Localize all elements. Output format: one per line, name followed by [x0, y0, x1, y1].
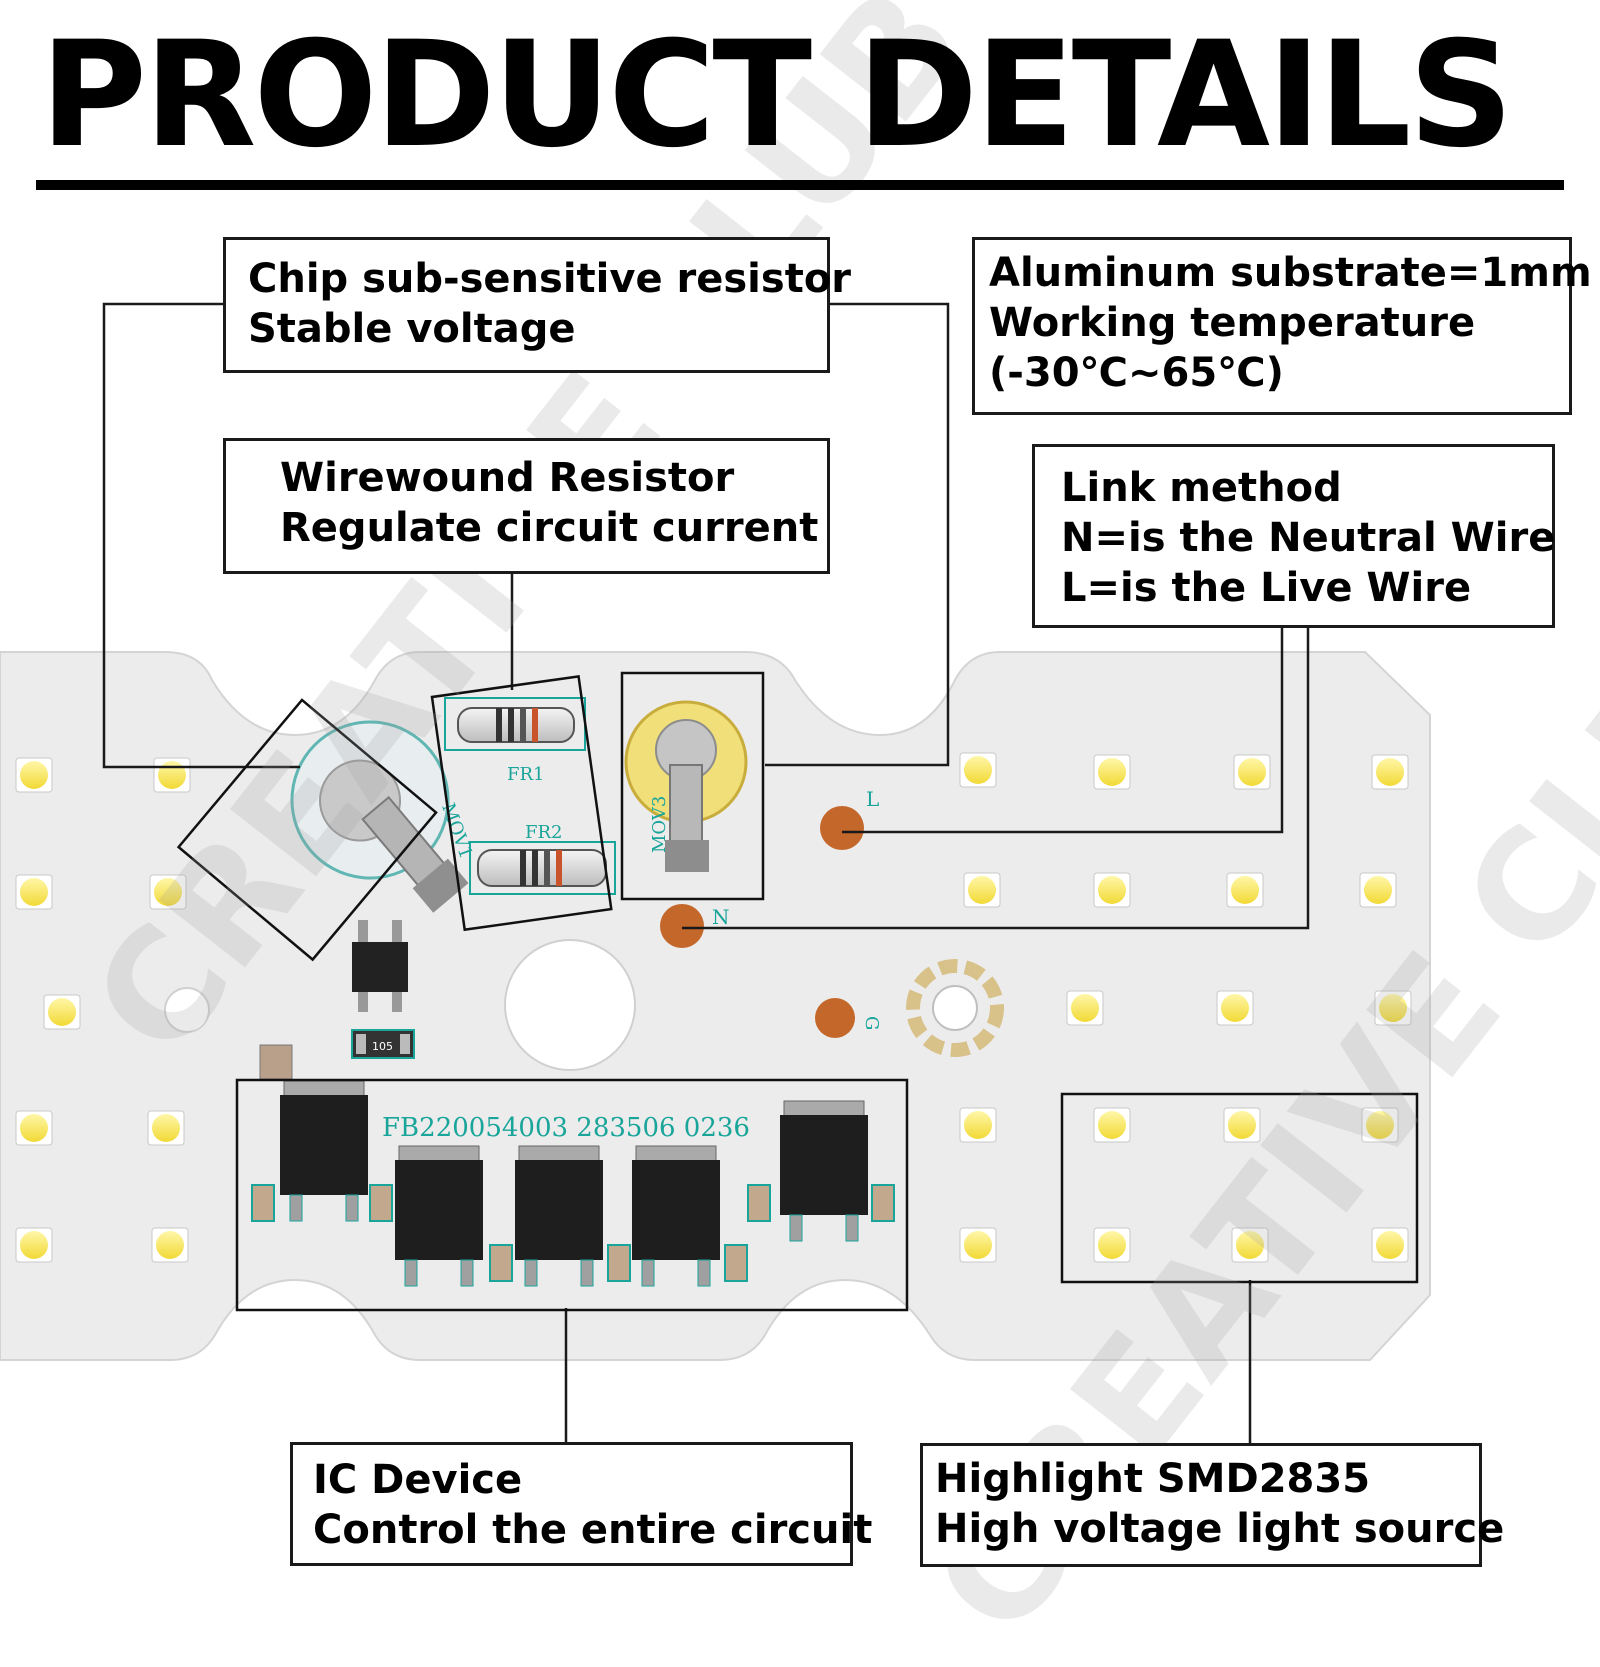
smd2835-led	[15, 757, 53, 793]
callout-wirewound-line1: Wirewound Resistor	[280, 455, 735, 501]
ic-device-row	[251, 1080, 895, 1287]
highlight-boxes	[176, 671, 1419, 1312]
smd2835-led	[1233, 754, 1271, 790]
smd2835-led	[1374, 990, 1412, 1026]
pad-neutral-label: N	[712, 905, 730, 929]
callout-smd-line1: Highlight SMD2835	[935, 1456, 1371, 1502]
mounting-hole-large	[504, 939, 636, 1071]
ic-device	[780, 1100, 868, 1242]
smd2835-led	[15, 874, 53, 910]
callout-link-line2: N=is the Neutral Wire	[1061, 515, 1556, 561]
board-silkscreen: FB220054003 283506 0236	[382, 1113, 750, 1143]
callout-ic-line1: IC Device	[313, 1457, 523, 1503]
smd2835-led	[1371, 1227, 1409, 1263]
callout-aluminum-line3: (-30℃~65℃)	[989, 350, 1284, 396]
smd2835-led	[1066, 990, 1104, 1026]
smd-capacitor	[747, 1184, 771, 1222]
callout-ic-device: IC Device Control the entire circuit	[290, 1442, 873, 1566]
callout-link-method: Link method N=is the Neutral Wire L=is t…	[1032, 444, 1555, 628]
smd2835-led	[1223, 1107, 1261, 1143]
smd-capacitor	[369, 1184, 393, 1222]
pad-ground	[815, 998, 855, 1038]
smd-capacitor	[724, 1244, 748, 1282]
smd2835-led	[1093, 872, 1131, 908]
wirewound-resistor-fr1	[444, 697, 586, 751]
smd2835-led	[959, 752, 997, 788]
smd2835-led	[1093, 754, 1131, 790]
callout-chip-resistor-line2: Stable voltage	[248, 306, 576, 352]
smd2835-led	[1093, 1107, 1131, 1143]
callout-link-line3: L=is the Live Wire	[1061, 565, 1472, 611]
callout-chip-resistor-line1: Chip sub-sensitive resistor	[248, 256, 852, 302]
callout-link-line1: Link method	[1061, 465, 1342, 511]
chip-resistor-label: 105	[372, 1040, 393, 1053]
smd2835-led	[153, 757, 191, 793]
pad-neutral	[660, 904, 704, 948]
smd2835-led	[1231, 1227, 1269, 1263]
bridge-rectifier-chip	[352, 920, 408, 1012]
leader-lines	[102, 302, 1310, 1443]
callout-wirewound-line2: Regulate circuit current	[280, 505, 819, 551]
smd-capacitor	[607, 1244, 631, 1282]
pad-ground-label: G	[861, 1016, 882, 1030]
title-underline	[36, 180, 1564, 190]
wirewound-resistor-fr2	[469, 841, 616, 895]
smd2835-led	[149, 874, 187, 910]
smd2835-led	[15, 1110, 53, 1146]
ground-screw-hole	[906, 959, 1004, 1057]
varistor-mov3	[624, 700, 748, 872]
smd2835-led	[1226, 872, 1264, 908]
smd-capacitor	[871, 1184, 895, 1222]
smd2835-led	[959, 1107, 997, 1143]
ic-device	[395, 1145, 483, 1287]
smd2835-led	[1361, 1107, 1399, 1143]
smd2835-led	[1093, 1227, 1131, 1263]
callout-smd-led: Highlight SMD2835 High voltage light sou…	[920, 1443, 1505, 1567]
smd2835-led	[1371, 754, 1409, 790]
callout-aluminum-line2: Working temperature	[989, 300, 1476, 346]
led-array	[15, 752, 1412, 1263]
ic-device	[515, 1145, 603, 1287]
small-smd-part	[259, 1044, 293, 1080]
callout-smd-line2: High voltage light source	[935, 1506, 1505, 1552]
pad-live	[820, 806, 864, 850]
varistor-mov1	[290, 720, 469, 913]
fr1-label: FR1	[507, 764, 545, 785]
callout-wirewound-resistor: Wirewound Resistor Regulate circuit curr…	[223, 438, 830, 574]
smd2835-led	[15, 1227, 53, 1263]
chip-resistor-105	[351, 1029, 415, 1059]
smd2835-led	[151, 1227, 189, 1263]
smd2835-led	[963, 872, 1001, 908]
pcb-board-illustration: MOV1 MOV3 FR1 FR2	[0, 302, 1431, 1443]
callout-aluminum-substrate: Aluminum substrate=1mm Working temperatu…	[972, 237, 1592, 415]
smd-capacitor	[251, 1184, 275, 1222]
smd2835-led	[1359, 872, 1397, 908]
smd2835-led	[1216, 990, 1254, 1026]
page-title: PRODUCT DETAILS	[40, 10, 1514, 180]
callout-aluminum-line1: Aluminum substrate=1mm	[989, 250, 1592, 296]
fr2-label: FR2	[525, 822, 563, 843]
callout-ic-line2: Control the entire circuit	[313, 1507, 873, 1553]
pad-live-label: L	[866, 787, 879, 811]
mounting-hole-small	[164, 987, 210, 1033]
smd2835-led	[959, 1227, 997, 1263]
mov3-label: MOV3	[649, 796, 670, 853]
smd2835-led	[43, 994, 81, 1030]
smd-capacitor	[489, 1244, 513, 1282]
smd2835-led	[147, 1110, 185, 1146]
ic-device	[632, 1145, 720, 1287]
callout-chip-resistor: Chip sub-sensitive resistor Stable volta…	[223, 237, 852, 373]
